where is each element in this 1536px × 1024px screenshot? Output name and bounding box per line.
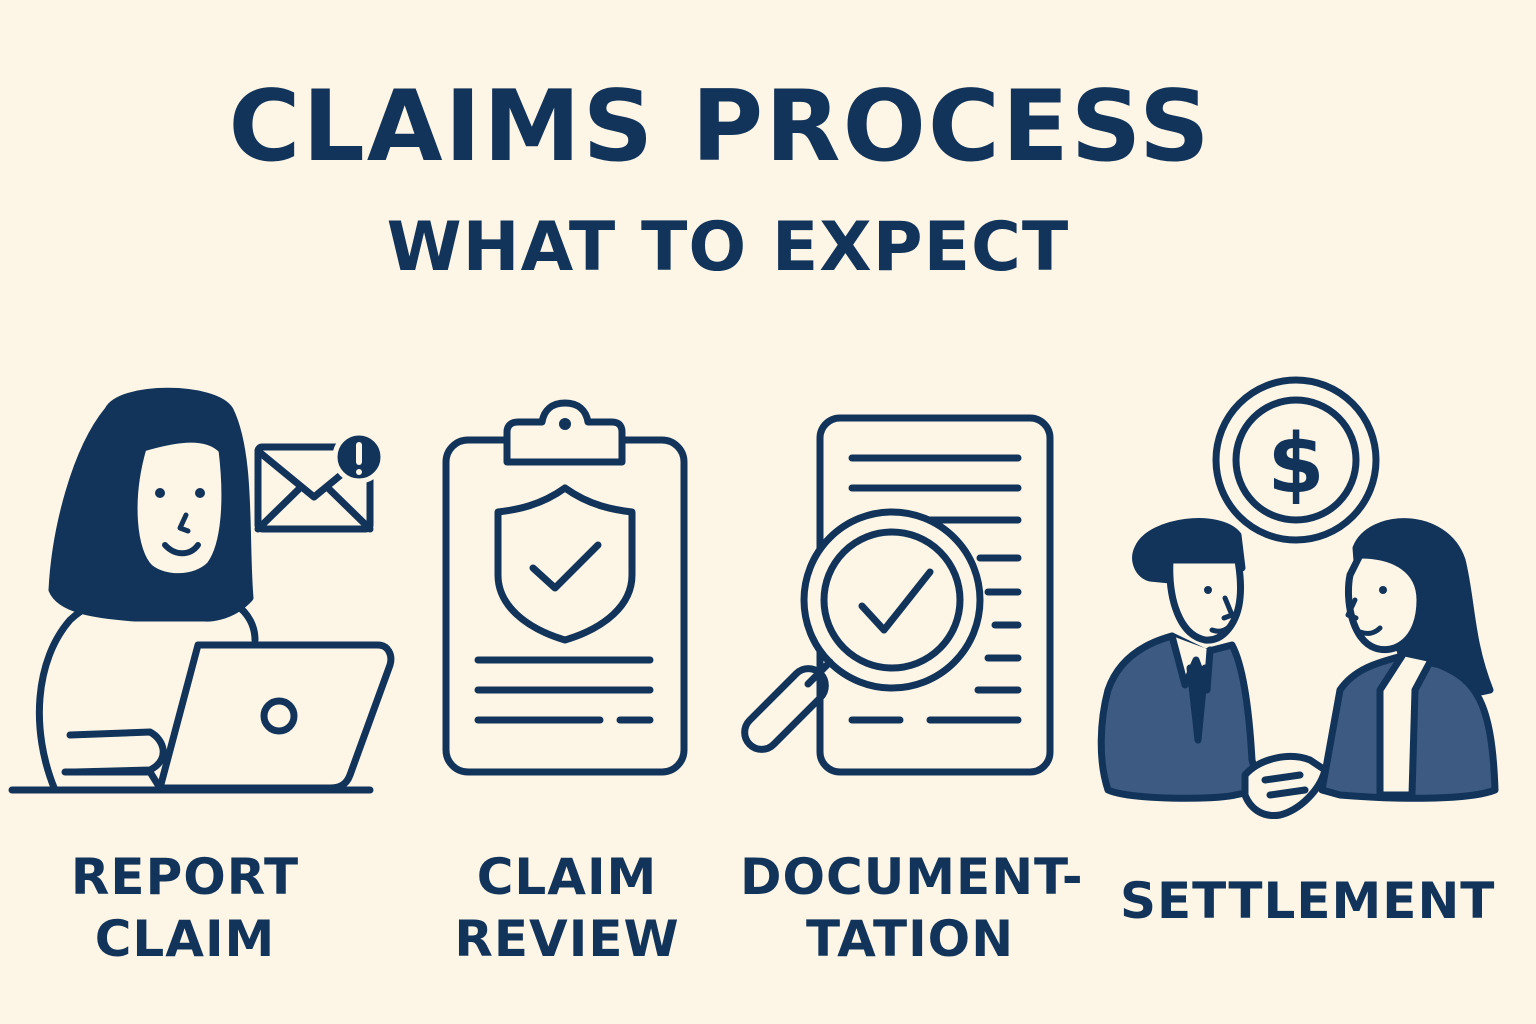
step-label-line: CLAIM: [94, 910, 276, 968]
step-label-line: REVIEW: [454, 910, 680, 968]
step-label-line: REPORT: [70, 848, 300, 906]
page-title: CLAIMS PROCESS: [228, 70, 1212, 184]
page-subtitle: WHAT TO EXPECT: [386, 208, 1070, 287]
step-label-line: DOCUMENT-: [740, 848, 1084, 906]
document-magnifier-check-icon: [741, 414, 1054, 776]
woman-laptop-icon: [8, 387, 395, 794]
clipboard-shield-check-icon: [442, 399, 688, 776]
step-label-documentation: DOCUMENT- TATION: [740, 846, 1084, 970]
step-label-line: TATION: [805, 910, 1015, 968]
step-label-line: SETTLEMENT: [1120, 872, 1496, 930]
svg-text:$: $: [1267, 417, 1324, 512]
handshake-dollar-icon: $: [1097, 376, 1499, 820]
step-label-line: CLAIM: [476, 848, 658, 906]
step-label-report-claim: REPORT CLAIM: [60, 846, 310, 970]
step-label-claim-review: CLAIM REVIEW: [442, 846, 692, 970]
step-label-settlement: SETTLEMENT: [1120, 870, 1496, 932]
